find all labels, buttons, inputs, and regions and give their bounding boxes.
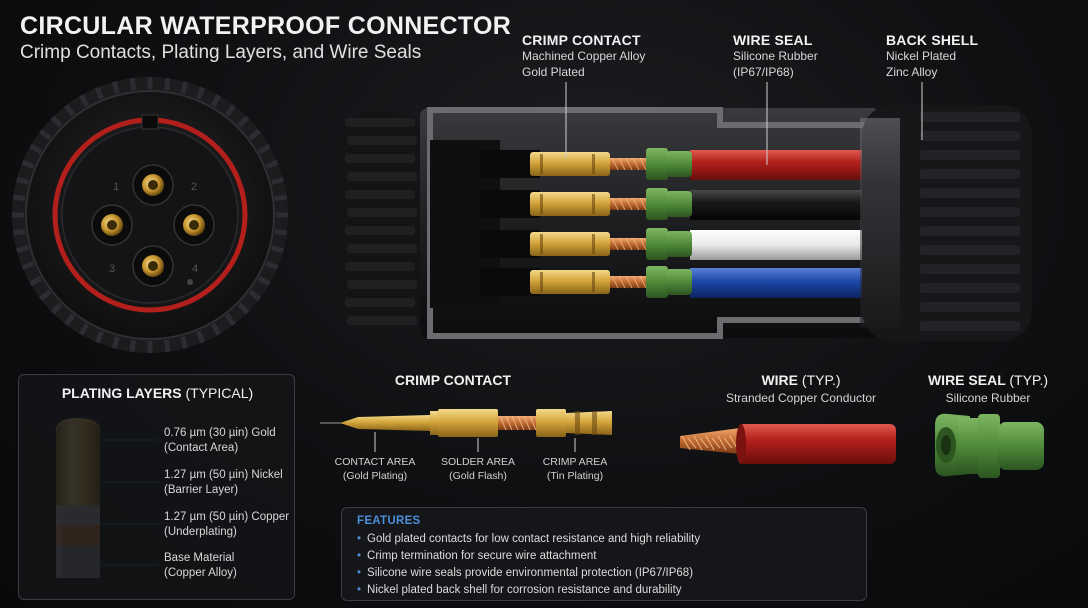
connector-face-view <box>12 77 288 353</box>
pin-number-1: 1 <box>113 181 119 193</box>
area-label-solder: SOLDER AREA (Gold Flash) <box>428 455 528 483</box>
seal-detail-heading: WIRE SEAL (TYP.) <box>918 372 1058 388</box>
crimp-contact-detail <box>320 409 612 437</box>
feature-item: • Crimp termination for secure wire attac… <box>357 550 596 562</box>
bullet-icon: • <box>357 584 362 596</box>
wire-detail <box>680 424 896 464</box>
pin-number-3: 3 <box>109 263 115 275</box>
callout-back-shell-heading: BACK SHELL <box>886 32 979 48</box>
area-contact-line2: (Gold Plating) <box>342 470 408 482</box>
callout-back-shell: BACK SHELL Nickel Plated Zinc Alloy <box>886 32 978 80</box>
wire-detail-heading: WIRE (TYP.) <box>706 372 896 388</box>
bullet-icon: • <box>357 550 362 562</box>
plating-layer-base: Base Material (Copper Alloy) <box>164 551 237 581</box>
plating-layers-panel: PLATING LAYERS (TYPICAL) <box>18 374 295 600</box>
page-subtitle: Crimp Contacts, Plating Layers, and Wire… <box>20 42 422 63</box>
wire-seal-detail <box>935 413 1044 478</box>
seal-heading-bold: WIRE SEAL <box>927 372 1006 388</box>
features-title: FEATURES <box>357 515 421 527</box>
plating-layer-gold-line1: 0.76 µm (30 µin) Gold <box>164 427 276 439</box>
callout-crimp-contact: CRIMP CONTACT Machined Copper Alloy Gold… <box>522 32 645 80</box>
feature-text: Crimp termination for secure wire attach… <box>367 550 597 562</box>
features-panel: FEATURES • Gold plated contacts for low c… <box>341 507 867 601</box>
plating-layer-nickel: 1.27 µm (50 µin) Nickel (Barrier Layer) <box>164 468 283 498</box>
plating-layer-copper-line2: (Underplating) <box>164 526 237 538</box>
area-contact-line1: CONTACT AREA <box>334 456 416 468</box>
feature-text: Nickel plated back shell for corrosion r… <box>367 584 682 596</box>
callout-back-shell-line2: Zinc Alloy <box>886 65 938 79</box>
crimp-detail-heading: CRIMP CONTACT <box>394 372 512 388</box>
callout-back-shell-line1: Nickel Plated <box>886 49 957 63</box>
bullet-icon: • <box>357 567 362 579</box>
plating-layer-base-line1: Base Material <box>164 552 235 564</box>
feature-text: Gold plated contacts for low contact res… <box>367 533 701 545</box>
plating-title-bold: PLATING LAYERS <box>61 385 182 401</box>
pin-number-2: 2 <box>191 181 197 193</box>
plating-layer-gold: 0.76 µm (30 µin) Gold (Contact Area) <box>164 426 276 456</box>
plating-title-light: (TYPICAL) <box>185 385 254 401</box>
feature-item: • Nickel plated back shell for corrosion … <box>357 584 682 596</box>
area-crimp-line2: (Tin Plating) <box>546 470 604 482</box>
pin-number-4: 4 <box>192 263 198 275</box>
callout-wire-seal-heading: WIRE SEAL <box>733 32 813 48</box>
area-label-contact: CONTACT AREA (Gold Plating) <box>325 455 425 483</box>
feature-text: Silicone wire seals provide environmenta… <box>367 567 694 579</box>
callout-wire-seal-line1: Silicone Rubber <box>733 49 818 63</box>
wire-heading-light: (TYP.) <box>801 372 841 388</box>
callout-wire-seal-line2: (IP67/IP68) <box>733 65 794 79</box>
plating-layer-copper: 1.27 µm (50 µin) Copper (Underplating) <box>164 510 289 540</box>
plating-layer-gold-line2: (Contact Area) <box>164 442 239 454</box>
callout-crimp-contact-line2: Gold Plated <box>522 65 585 79</box>
plating-layers-title: PLATING LAYERS (TYPICAL) <box>19 385 296 401</box>
plating-layer-copper-line1: 1.27 µm (50 µin) Copper <box>164 511 290 523</box>
connector-cutaway-view <box>335 105 1032 341</box>
callout-crimp-contact-heading: CRIMP CONTACT <box>522 32 641 48</box>
seal-detail-sub: Silicone Rubber <box>945 391 1031 405</box>
area-crimp-line1: CRIMP AREA <box>542 456 608 468</box>
wire-heading-bold: WIRE <box>761 372 799 388</box>
feature-item: • Gold plated contacts for low contact re… <box>357 533 700 545</box>
bullet-icon: • <box>357 533 362 545</box>
area-solder-line1: SOLDER AREA <box>440 456 516 468</box>
plating-layer-nickel-line2: (Barrier Layer) <box>164 484 239 496</box>
area-solder-line2: (Gold Flash) <box>449 470 507 482</box>
seal-heading-light: (TYP.) <box>1009 372 1049 388</box>
feature-item: • Silicone wire seals provide environment… <box>357 567 693 579</box>
plating-layer-nickel-line1: 1.27 µm (50 µin) Nickel <box>164 469 283 481</box>
wire-detail-sub: Stranded Copper Conductor <box>725 391 877 405</box>
area-label-crimp: CRIMP AREA (Tin Plating) <box>525 455 625 483</box>
callout-crimp-contact-line1: Machined Copper Alloy <box>522 49 646 63</box>
callout-wire-seal: WIRE SEAL Silicone Rubber (IP67/IP68) <box>733 32 818 80</box>
plating-layer-base-line2: (Copper Alloy) <box>164 567 237 579</box>
page-title: CIRCULAR WATERPROOF CONNECTOR <box>20 12 512 40</box>
